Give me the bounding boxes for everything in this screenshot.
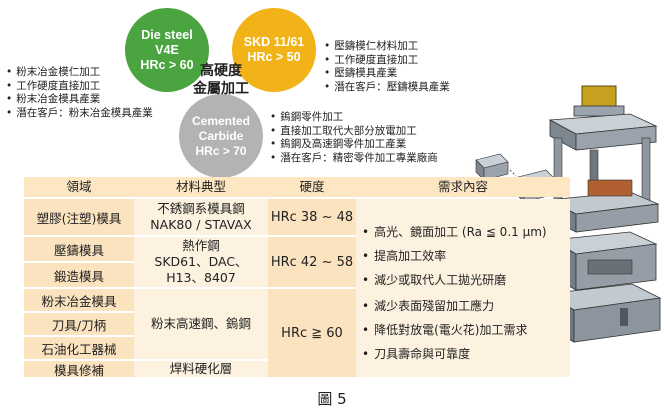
cemented-label-2: Carbide xyxy=(198,128,244,143)
mold-assembly-image xyxy=(475,85,662,343)
application-table: 領域 材料典型 硬度 需求內容 塑膠(注塑)模具 壓鑄模具 鍛造模具 粉末冶金模… xyxy=(24,177,570,378)
left-note: 工作硬度直接加工 xyxy=(6,80,153,94)
bottom-note: 鎢鋼零件加工 xyxy=(270,111,438,125)
need-item: 高光、鏡面加工 (Ra ≦ 0.1 μm) xyxy=(362,223,547,240)
field-cell: 模具修補 xyxy=(24,361,134,378)
material-line: SKD61、DAC、 xyxy=(154,254,248,269)
field-cell: 鍛造模具 xyxy=(24,263,134,287)
right-note: 工作硬度直接加工 xyxy=(324,54,450,68)
need-item: 降低對放電(電火花)加工需求 xyxy=(362,321,527,338)
bottom-notes: 鎢鋼零件加工 直接加工取代大部分放電加工 鎢鋼及高速鋼零件加工產業 潛在客戶：精… xyxy=(270,111,438,165)
material-line: NAK80 / STAVAX xyxy=(150,217,252,232)
header-field: 領域 xyxy=(24,177,134,197)
material-cell: 粉末高速鋼、鎢鋼 xyxy=(134,289,268,359)
bottom-note: 直接加工取代大部分放電加工 xyxy=(270,125,438,139)
needs-cell: 高光、鏡面加工 (Ra ≦ 0.1 μm) 提高加工效率 減少或取代人工拋光研磨… xyxy=(356,199,570,377)
die-steel-hardness: HRc > 60 xyxy=(140,57,194,72)
right-note: 壓鑄模具產業 xyxy=(324,67,450,81)
left-note: 潛在客戶：粉末冶金模具產業 xyxy=(6,107,153,121)
field-cell: 壓鑄模具 xyxy=(24,237,134,261)
figure-caption: 圖 5 xyxy=(317,390,347,408)
right-notes: 壓鑄模仁材料加工 工作硬度直接加工 壓鑄模具產業 潛在客戶：壓鑄模具產業 xyxy=(324,40,450,94)
cemented-hardness: HRc > 70 xyxy=(195,143,247,158)
material-line: 焊料硬化層 xyxy=(169,361,233,376)
cemented-label-1: Cemented xyxy=(191,113,250,128)
center-label-line-1: 高硬度 xyxy=(200,63,242,79)
material-line: H13、8407 xyxy=(166,270,236,285)
field-cell: 塑膠(注塑)模具 xyxy=(24,199,134,235)
skd-label: SKD 11/61 xyxy=(243,35,305,49)
center-label-line-2: 金屬加工 xyxy=(193,81,249,97)
left-notes: 粉末冶金模仁加工 工作硬度直接加工 粉末冶金模具產業 潛在客戶：粉末冶金模具產業 xyxy=(6,66,153,120)
skd-circle: SKD 11/61 HRc > 50 xyxy=(232,8,316,92)
header-hardness: 硬度 xyxy=(268,177,356,197)
need-item: 減少表面殘留加工應力 xyxy=(362,297,494,314)
material-line: 不銹鋼系模具鋼 xyxy=(157,201,245,216)
right-note: 潛在客戶：壓鑄模具產業 xyxy=(324,81,450,95)
material-line: 粉末高速鋼、鎢鋼 xyxy=(150,316,251,331)
material-cell: 熱作鋼 SKD61、DAC、 H13、8407 xyxy=(134,237,268,287)
header-needs: 需求內容 xyxy=(356,177,570,197)
center-label: 高硬度 金屬加工 xyxy=(188,62,254,98)
bottom-note: 鎢鋼及高速鋼零件加工產業 xyxy=(270,138,438,152)
field-cell: 刀具/刀柄 xyxy=(24,313,134,335)
need-item: 提高加工效率 xyxy=(362,247,446,264)
right-note: 壓鑄模仁材料加工 xyxy=(324,40,450,54)
need-item: 刀具壽命與可靠度 xyxy=(362,345,470,362)
material-cell: 焊料硬化層 xyxy=(134,361,268,377)
left-note: 粉末冶金模具產業 xyxy=(6,93,153,107)
die-steel-label: Die steel xyxy=(141,27,193,42)
field-cell: 粉末冶金模具 xyxy=(24,289,134,311)
need-item: 減少或取代人工拋光研磨 xyxy=(362,271,506,288)
field-cell: 石油化工器械 xyxy=(24,337,134,359)
material-line: 熱作鋼 xyxy=(182,238,220,253)
hardness-cell: HRc ≧ 60 xyxy=(268,289,356,377)
hardness-cell: HRc 38 ~ 48 xyxy=(268,199,356,235)
skd-hardness: HRc > 50 xyxy=(247,50,301,64)
cemented-carbide-circle: Cemented Carbide HRc > 70 xyxy=(179,94,263,178)
die-steel-grade: V4E xyxy=(155,42,179,57)
material-cell: 不銹鋼系模具鋼 NAK80 / STAVAX xyxy=(134,199,268,235)
left-note: 粉末冶金模仁加工 xyxy=(6,66,153,80)
hardness-cell: HRc 42 ~ 58 xyxy=(268,237,356,287)
header-material: 材料典型 xyxy=(134,177,268,197)
bottom-note: 潛在客戶：精密零件加工專業廠商 xyxy=(270,152,438,166)
